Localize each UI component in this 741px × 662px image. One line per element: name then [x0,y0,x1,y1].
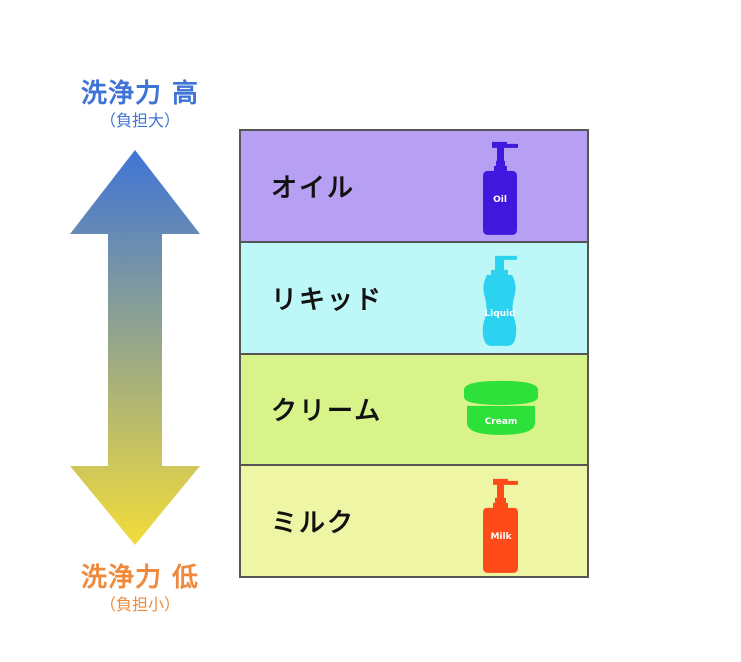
row-liquid: リキッド Liquid [241,242,587,353]
row-oil: オイル Oil [241,131,587,241]
low-cleansing-label: 洗浄力 低 （負担小） [40,562,240,616]
milk-bottle-text: Milk [490,532,512,542]
cleanser-stack: オイル Oil リキッド Liquid クリーム Cream ミルク [239,129,589,578]
arrow-shape [70,150,200,545]
oil-bottle-icon: Oil [456,131,546,241]
row-milk: ミルク Milk [241,466,587,576]
low-cleansing-sub: （負担小） [99,595,180,614]
high-cleansing-main: 洗浄力 高 [80,79,200,109]
cream-jar-icon: Cream [456,355,546,465]
liquid-bottle-text: Liquid [484,309,515,319]
row-label-oil: オイル [271,173,356,204]
row-cream: クリーム Cream [241,354,587,465]
row-label-liquid: リキッド [271,285,384,316]
milk-bottle-icon: Milk [456,466,546,576]
high-cleansing-sub: （負担大） [99,111,180,130]
liquid-bottle-icon: Liquid [456,243,546,353]
cream-jar-text: Cream [485,416,518,426]
row-label-cream: クリーム [271,396,383,427]
double-vertical-arrow-icon [70,150,200,545]
low-cleansing-main: 洗浄力 低 [80,563,200,593]
oil-bottle-text: Oil [493,195,507,205]
row-label-milk: ミルク [271,508,356,539]
high-cleansing-label: 洗浄力 高 （負担大） [40,78,240,132]
